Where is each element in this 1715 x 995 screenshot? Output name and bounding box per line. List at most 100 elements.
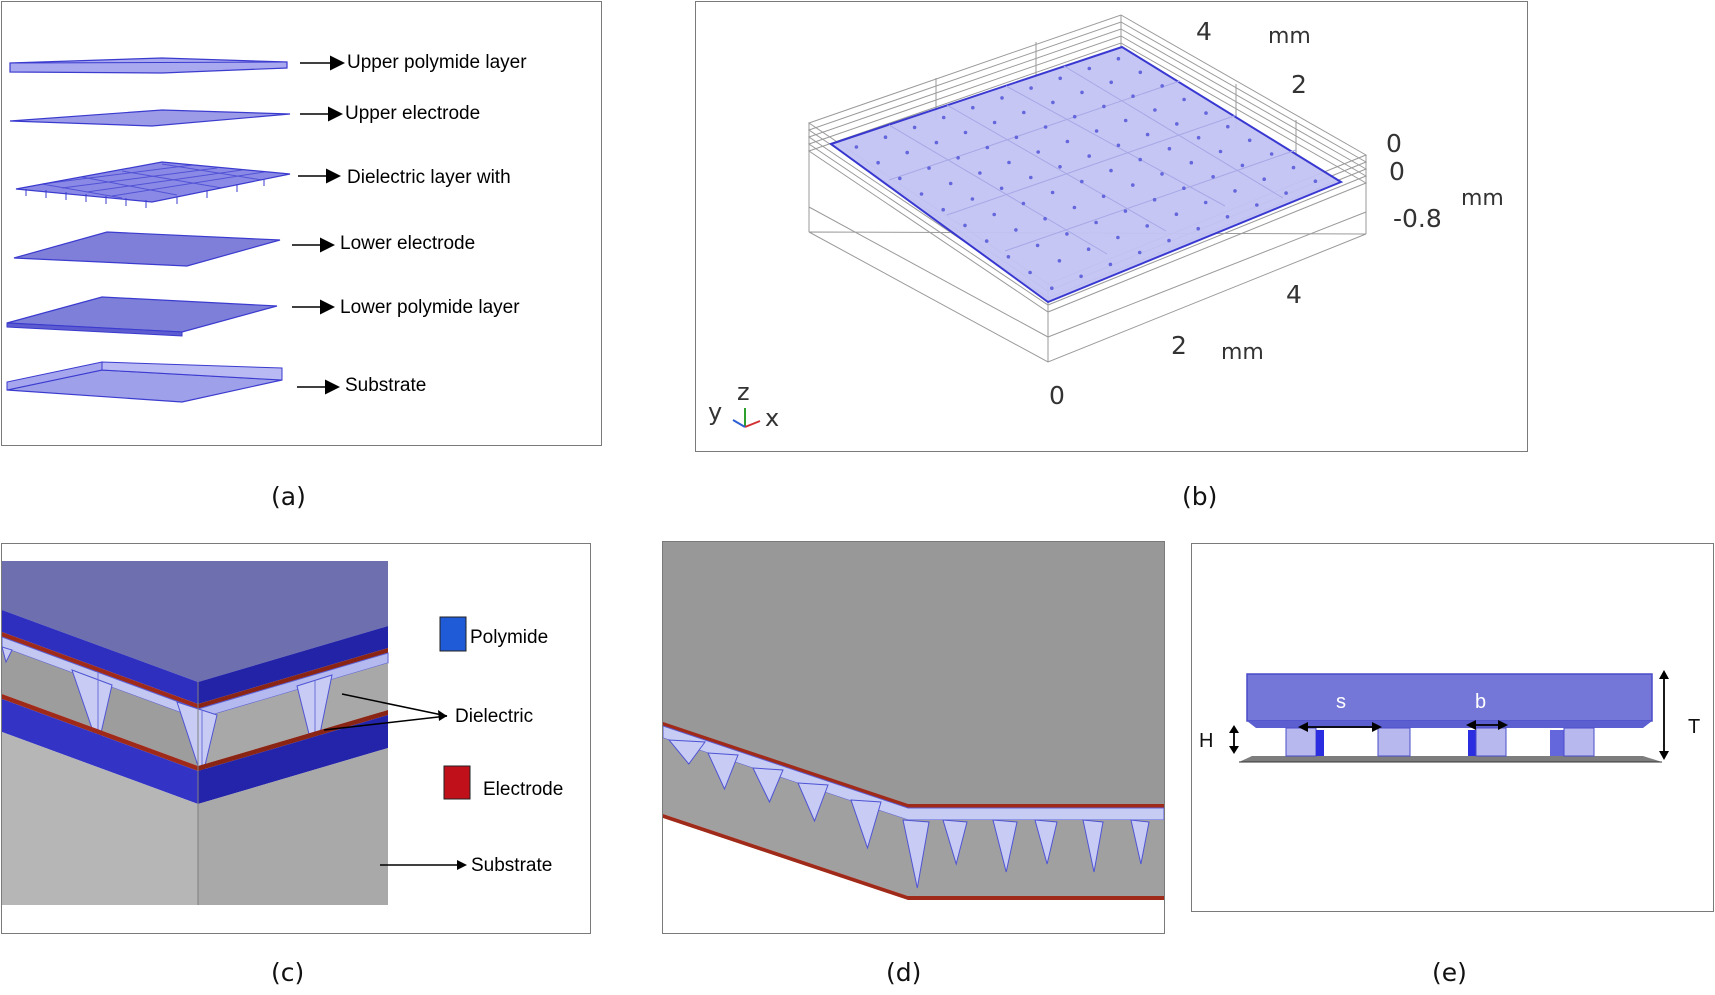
pillar-dot xyxy=(1262,177,1266,181)
dielectric-arrow-a xyxy=(341,693,448,717)
unit-bottom-mm: mm xyxy=(1221,340,1264,365)
pyramid xyxy=(850,799,882,850)
plate-grid xyxy=(888,65,1297,255)
pyramid xyxy=(942,819,968,866)
pillar-dot xyxy=(1087,66,1092,71)
pillar-dot xyxy=(883,135,888,139)
legend-electrode-swatch xyxy=(443,765,471,800)
label-H: H xyxy=(1199,730,1213,752)
pillar-dot xyxy=(1203,200,1208,205)
pyramid xyxy=(902,819,930,889)
lower-polymide-left xyxy=(2,699,198,804)
pillar-dot xyxy=(1050,286,1054,291)
pillar-dot xyxy=(1153,108,1157,112)
pillar-dot xyxy=(854,145,859,149)
pillar-dot xyxy=(1138,70,1143,75)
legend-polymide-swatch xyxy=(439,616,467,652)
pillar-dot xyxy=(1175,122,1179,126)
pillar-dot xyxy=(1189,160,1194,165)
pillar-dot xyxy=(927,166,931,170)
pillar-dot xyxy=(1137,250,1142,255)
pillar-dot xyxy=(956,156,960,160)
tick-bottom-2: 2 xyxy=(1171,331,1187,360)
pyramid xyxy=(1082,819,1104,873)
pillar-dot xyxy=(1108,262,1113,267)
lower-polymide-right xyxy=(198,715,388,804)
pillars-e xyxy=(1285,727,1595,757)
pillar-dot xyxy=(1291,165,1296,170)
label-substrate-c: Substrate xyxy=(471,855,552,876)
pillar-dot xyxy=(1058,76,1062,81)
pillar-dot xyxy=(1072,114,1077,119)
pillar-dot xyxy=(1233,189,1237,193)
axis-triad-icon: y z x xyxy=(708,378,779,432)
pillar-dot xyxy=(948,181,953,186)
substrate-shape xyxy=(6,361,283,403)
label-upper-electrode: Upper electrode xyxy=(345,103,480,124)
pillar-dot xyxy=(1225,215,1230,219)
pillar-dot xyxy=(1145,132,1150,137)
pillar-dot xyxy=(1138,157,1142,162)
caption-e: (e) xyxy=(1432,958,1467,987)
label-lower-electrode: Lower electrode xyxy=(340,233,475,254)
pillar-dot xyxy=(1313,179,1318,183)
pillar-dot xyxy=(1007,160,1011,165)
pillar-dot xyxy=(1080,90,1084,95)
pillar-dot xyxy=(992,212,996,217)
pillar-dot xyxy=(1116,143,1121,148)
pillar-dot xyxy=(1211,175,1215,179)
pillar-dot xyxy=(1247,138,1252,143)
pillar-dot xyxy=(1109,168,1113,173)
lower-electrode-right xyxy=(198,710,388,771)
pillar-dot xyxy=(1080,179,1084,184)
panel-b-3d-model: 4 mm 2 0 0 mm -0.8 4 2 mm 0 y z x xyxy=(695,1,1528,452)
dielectric-plate-d xyxy=(663,725,1164,821)
tick-z-0a: 0 xyxy=(1386,129,1402,158)
pillar-dot xyxy=(1116,56,1121,61)
legend-electrode-label: Electrode xyxy=(483,779,563,800)
caption-a: (a) xyxy=(271,482,306,511)
pillar-dot xyxy=(1204,111,1208,115)
pillar-dot xyxy=(1109,80,1113,85)
pillar-dot xyxy=(1160,84,1164,88)
gap-gray-d xyxy=(663,738,1164,896)
pillar-dot xyxy=(905,150,909,155)
pillar-dot xyxy=(1065,232,1069,236)
axis-y-label: y xyxy=(708,398,722,426)
pillar-dot xyxy=(1123,209,1128,213)
upper-electrode-right xyxy=(198,648,388,709)
upper-electrode-shape xyxy=(9,109,291,127)
tick-top-2: 2 xyxy=(1291,70,1307,99)
pillar-dot xyxy=(1028,270,1032,275)
pillar-dot xyxy=(912,125,917,130)
tick-z-neg: -0.8 xyxy=(1393,204,1442,233)
pillar-dot xyxy=(876,160,880,165)
panel-e-drawing: s b H T xyxy=(1199,670,1700,763)
pillar-dot xyxy=(1051,100,1055,105)
pillar-dot xyxy=(985,145,990,150)
gap-right xyxy=(198,663,388,766)
pillar-dot xyxy=(1094,220,1098,225)
pillar-dot xyxy=(1065,139,1070,144)
pillar-dot xyxy=(1079,274,1083,279)
pillar-dot xyxy=(1196,226,1200,231)
top-plate-e xyxy=(1246,673,1653,722)
upper-polymide-side-right xyxy=(198,626,388,704)
panel-c-cross-section: Polymide Electrode Dielectric Substrate xyxy=(1,543,591,934)
pillar-dot xyxy=(971,105,975,110)
label-dielectric: Dielectric xyxy=(455,706,533,727)
pillar-dot xyxy=(1182,97,1186,102)
pillar-dot xyxy=(970,197,975,201)
pillar-dot xyxy=(1226,124,1230,129)
pyramid xyxy=(1034,819,1058,865)
pillar-dot xyxy=(1152,197,1157,202)
pillar-dot xyxy=(1240,163,1245,168)
pillar-dot xyxy=(1101,194,1106,199)
caption-d: (d) xyxy=(886,958,922,987)
panel-c-drawing: Polymide Electrode Dielectric Substrate xyxy=(2,561,563,905)
pillar-dot xyxy=(898,176,902,181)
pillar-dot xyxy=(1087,154,1091,158)
dielectric-pyramids xyxy=(2,646,333,780)
pillar-dot xyxy=(1029,86,1033,90)
pyramid xyxy=(797,782,829,823)
